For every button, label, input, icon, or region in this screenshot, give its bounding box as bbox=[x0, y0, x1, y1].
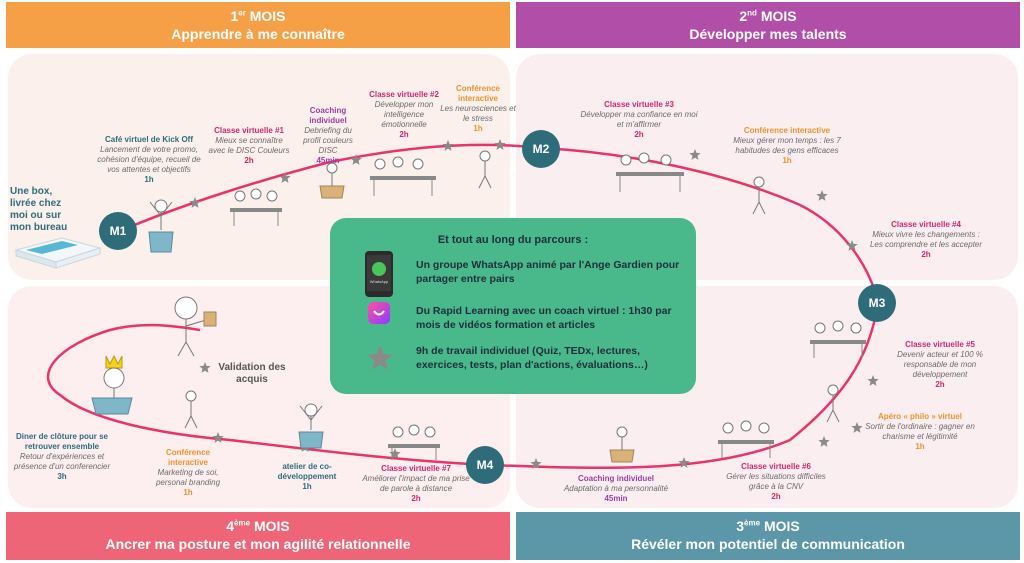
month-1-title: Apprendre à me connaître bbox=[171, 26, 345, 42]
milestone-m1: M1 bbox=[99, 212, 137, 250]
month-3-title: Révéler mon potentiel de communication bbox=[631, 536, 905, 552]
path-star-icon bbox=[494, 139, 506, 150]
svg-text:WhatsApp: WhatsApp bbox=[370, 279, 389, 284]
central-panel: Et tout au long du parcours : WhatsApp U… bbox=[330, 218, 696, 394]
figure-classroom-7-icon bbox=[388, 424, 440, 460]
figure-atelier-icon bbox=[298, 403, 324, 449]
whatsapp-phone-icon: WhatsApp bbox=[365, 251, 393, 297]
milestone-m3: M3 bbox=[858, 284, 896, 322]
rapid-learning-text: Du Rapid Learning avec un coach virtuel … bbox=[416, 305, 672, 331]
month-3-banner: 3ème MOIS Révéler mon potentiel de commu… bbox=[516, 512, 1020, 560]
figure-validation-icon bbox=[174, 296, 217, 357]
travail-individuel-text: 9h de travail individuel (Quiz, TEDx, le… bbox=[416, 345, 648, 371]
path-star-icon bbox=[212, 432, 224, 443]
path-star-icon bbox=[818, 436, 830, 447]
figure-conference-1-icon bbox=[478, 150, 492, 189]
figure-classroom-5-icon bbox=[810, 320, 866, 358]
month-4-title: Ancrer ma posture et mon agilité relatio… bbox=[105, 536, 411, 552]
rapid-learning-app-icon bbox=[368, 302, 390, 324]
path-star-icon bbox=[851, 422, 863, 433]
figure-classroom-6-icon bbox=[718, 420, 774, 458]
month-1-banner: 1er MOIS Apprendre à me connaître bbox=[6, 2, 510, 48]
path-star-icon bbox=[389, 448, 401, 459]
figure-conference-3-icon bbox=[184, 390, 198, 429]
path-star-icon bbox=[189, 197, 201, 208]
month-2-title: Développer mes talents bbox=[689, 26, 847, 42]
path-star-icon bbox=[678, 457, 690, 468]
milestone-m2: M2 bbox=[522, 130, 560, 168]
milestone-m4: M4 bbox=[466, 446, 504, 484]
path-star-icon bbox=[279, 172, 291, 183]
month-2-banner: 2nd MOIS Développer mes talents bbox=[516, 2, 1020, 48]
path-star-icon bbox=[689, 149, 701, 160]
central-title: Et tout au long du parcours : bbox=[437, 234, 589, 246]
diner-cloture-label: Diner de clôture pour se retrouver ensem… bbox=[13, 432, 111, 481]
path-star-icon bbox=[442, 140, 454, 151]
figure-coaching-2-icon bbox=[609, 426, 635, 463]
month-4-banner: 4ème MOIS Ancrer ma posture et mon agili… bbox=[6, 512, 510, 560]
path-star-icon bbox=[846, 240, 858, 251]
figure-classroom-1-icon bbox=[230, 188, 282, 226]
star-icon bbox=[367, 345, 393, 370]
box-delivery-label: Une box, livrée chez moi ou sur mon bure… bbox=[10, 186, 68, 233]
path-star-icon bbox=[816, 190, 828, 201]
path-star-icon bbox=[867, 375, 879, 386]
figure-classroom-3-icon bbox=[616, 152, 684, 192]
figure-box-person-icon bbox=[148, 199, 174, 253]
figure-classroom-2-icon bbox=[370, 156, 436, 196]
whatsapp-text: Un groupe WhatsApp animé par l'Ange Gard… bbox=[416, 259, 680, 285]
figure-conference-2-icon bbox=[752, 176, 766, 215]
figure-apero-icon bbox=[826, 384, 840, 423]
path-star-icon bbox=[350, 154, 362, 165]
path-star-icon bbox=[199, 362, 211, 373]
validation-label: Validation des acquis bbox=[218, 362, 286, 385]
figure-coaching-1-icon bbox=[319, 162, 345, 199]
box-icon bbox=[14, 237, 102, 269]
path-star-icon bbox=[530, 458, 542, 469]
path-line bbox=[46, 143, 880, 470]
figure-king-icon bbox=[91, 354, 133, 415]
